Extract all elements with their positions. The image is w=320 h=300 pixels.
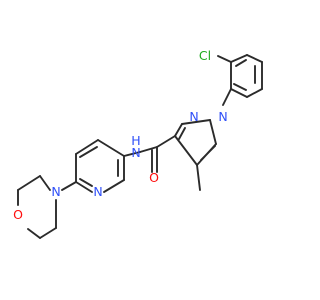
bond xyxy=(61,181,77,191)
bond xyxy=(79,146,98,158)
bond xyxy=(39,175,51,191)
bond xyxy=(230,54,248,63)
bond xyxy=(174,135,198,166)
bond xyxy=(75,181,93,193)
morpholine-oxygen-label: O xyxy=(13,207,23,222)
pyrazole-n2-label: N xyxy=(189,109,198,124)
bond xyxy=(209,119,217,145)
bond xyxy=(39,227,57,239)
pyridine-nitrogen-label: N xyxy=(93,184,102,199)
bond xyxy=(217,55,232,63)
bond xyxy=(123,151,141,157)
morpholine-nitrogen-label: N xyxy=(51,184,60,199)
atom-labels: Cl N N N H O N N O xyxy=(13,48,228,222)
amide-nitrogen-label: N xyxy=(131,145,140,160)
bond xyxy=(222,88,232,106)
bond xyxy=(235,59,247,67)
bond xyxy=(75,139,99,155)
bond xyxy=(181,119,211,125)
molecule-diagram: Cl N N N H O N N O xyxy=(13,48,263,239)
bond xyxy=(17,175,41,191)
bond xyxy=(103,179,125,193)
bond xyxy=(174,123,183,137)
bond xyxy=(79,178,93,187)
structure-canvas: Cl N N N H O N N O xyxy=(13,48,263,239)
bonds xyxy=(17,54,263,239)
bond xyxy=(27,228,41,239)
bond xyxy=(230,88,248,98)
bond xyxy=(233,83,247,91)
bond xyxy=(200,145,216,161)
bond xyxy=(97,139,125,157)
bond xyxy=(156,135,176,148)
bond xyxy=(246,88,263,98)
amide-hydrogen-label: H xyxy=(131,133,140,148)
bond xyxy=(139,146,158,153)
carbonyl-oxygen-label: O xyxy=(149,170,159,185)
bond xyxy=(178,127,186,140)
pyrazole-n1-label: N xyxy=(218,109,227,124)
bond xyxy=(246,54,263,63)
bond xyxy=(196,164,201,191)
chlorine-label: Cl xyxy=(199,48,211,63)
